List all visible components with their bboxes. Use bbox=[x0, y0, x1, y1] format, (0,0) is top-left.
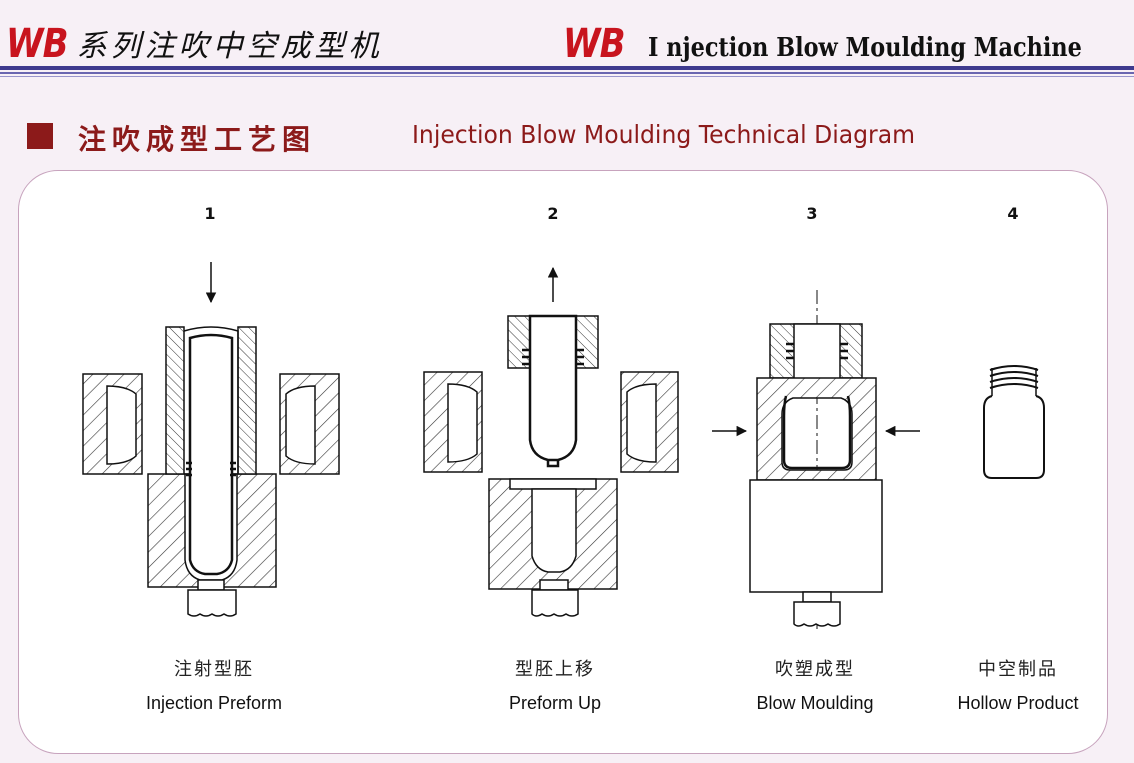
section-title-chinese: 注吹成型工艺图 bbox=[78, 123, 317, 156]
step1-number: 1 bbox=[204, 204, 216, 223]
step2-cavity bbox=[531, 488, 577, 573]
step4-number: 4 bbox=[1007, 204, 1019, 223]
step1-caption-cn: 注射型胚 bbox=[174, 659, 254, 680]
title-english: I njection Blow Moulding Machine bbox=[647, 33, 1082, 63]
step3-base-block bbox=[749, 479, 883, 593]
step4-bottle bbox=[983, 395, 1045, 479]
section-title-english: Injection Blow Moulding Technical Diagra… bbox=[412, 120, 916, 149]
step3-diagram bbox=[712, 290, 920, 630]
brand-logo-left: WB bbox=[6, 21, 69, 67]
step1-core-sleeve-right bbox=[237, 326, 257, 475]
step2-caption-en: Preform Up bbox=[508, 693, 602, 713]
header-right: WB I njection Blow Moulding Machine bbox=[563, 4, 1134, 64]
step1-preform bbox=[188, 333, 234, 576]
step1-nozzle bbox=[187, 589, 237, 617]
step4-caption-en: Hollow Product bbox=[957, 693, 1079, 713]
step2-diagram bbox=[423, 266, 679, 617]
step2-right-mould bbox=[620, 371, 679, 473]
brand-logo-right: WB bbox=[563, 21, 626, 67]
header-left: WB 系列注吹中空成型机 bbox=[6, 4, 383, 64]
step2-preform bbox=[528, 314, 578, 462]
title-chinese: 系列注吹中空成型机 bbox=[76, 29, 383, 64]
step1-caption-en: Injection Preform bbox=[145, 693, 283, 713]
step3-number: 3 bbox=[806, 204, 818, 223]
step2-left-mould bbox=[423, 371, 483, 473]
section-bullet-icon bbox=[27, 123, 53, 149]
step2-caption-cn: 型胚上移 bbox=[515, 659, 595, 680]
header-band bbox=[0, 0, 1134, 68]
step3-caption-cn: 吹塑成型 bbox=[775, 659, 855, 680]
step4-caption-cn: 中空制品 bbox=[978, 659, 1058, 680]
header-rule-hairline bbox=[0, 76, 1134, 77]
step1-diagram bbox=[82, 262, 340, 617]
step3-caption-en: Blow Moulding bbox=[756, 693, 874, 713]
header-rule-thin bbox=[0, 72, 1134, 74]
step3-bottle-wall bbox=[782, 395, 852, 470]
step1-right-mould bbox=[279, 373, 340, 475]
step2-nozzle bbox=[531, 589, 579, 617]
step1-left-mould bbox=[82, 373, 143, 475]
step4-diagram bbox=[983, 365, 1045, 479]
header-rule bbox=[0, 66, 1134, 70]
step4-bottle-thread bbox=[989, 365, 1039, 389]
step2-number: 2 bbox=[547, 204, 559, 223]
step3-blow-pin bbox=[793, 601, 841, 627]
step1-core-sleeve-left bbox=[165, 326, 185, 475]
